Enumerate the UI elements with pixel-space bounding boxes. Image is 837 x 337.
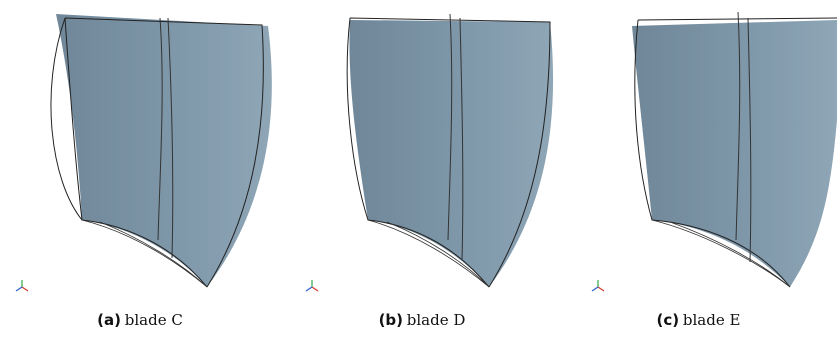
caption-tag: (a)	[97, 311, 121, 329]
blade-surface	[632, 20, 837, 287]
axis-triad-icon	[591, 280, 605, 292]
panel-blade-c: (a) blade C	[0, 0, 280, 337]
caption-name: blade D	[406, 311, 466, 329]
caption-name: blade E	[682, 311, 741, 329]
caption-tag: (b)	[378, 311, 404, 329]
caption-blade-c: (a) blade C	[0, 311, 280, 330]
blade-c-render	[15, 14, 272, 292]
blade-outline	[346, 17, 551, 288]
axis-triad-icon	[15, 280, 29, 292]
blade-edge	[50, 17, 83, 221]
panel-blade-e: (c) blade E	[560, 0, 837, 337]
caption-tag: (c)	[656, 311, 680, 329]
blade-section-line	[735, 11, 752, 263]
caption-name: blade C	[124, 311, 183, 329]
blade-hub-curve	[651, 219, 791, 288]
blade-surface	[56, 14, 272, 287]
panel-blade-d: (b) blade D	[282, 0, 562, 337]
axis-triad-icon	[305, 280, 319, 292]
blade-d-render	[305, 13, 554, 292]
blade-section-line	[157, 17, 174, 259]
blade-hub-curve	[81, 219, 208, 288]
blade-hub-curve	[367, 219, 490, 288]
blade-surface	[349, 20, 554, 287]
blade-outline	[634, 17, 837, 288]
blade-section-line	[447, 13, 464, 261]
blade-e-render	[591, 11, 837, 292]
caption-blade-d: (b) blade D	[282, 311, 562, 330]
caption-blade-e: (c) blade E	[560, 311, 837, 330]
